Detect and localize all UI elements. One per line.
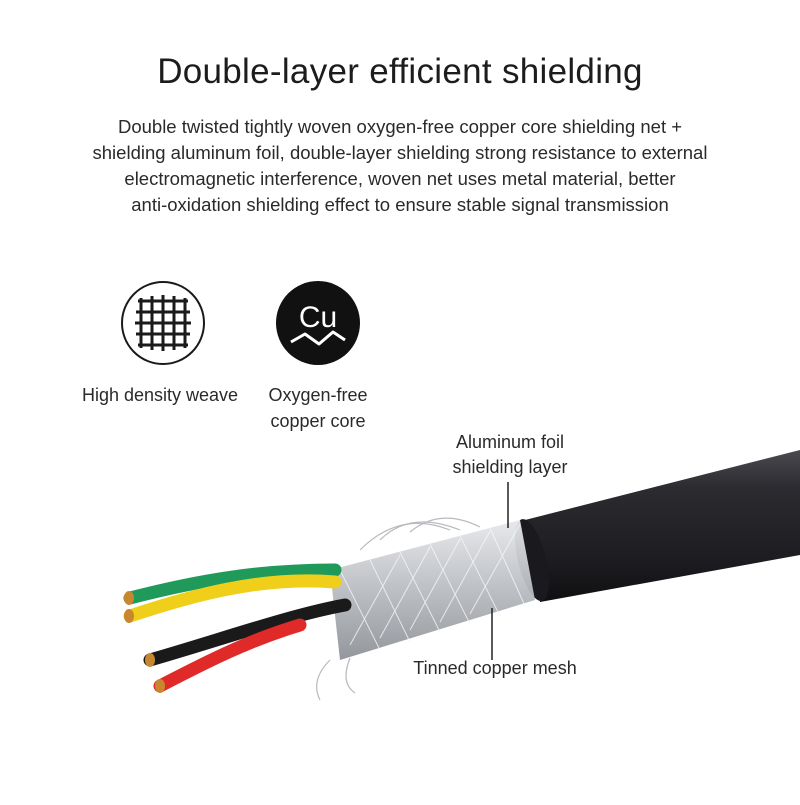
grid-weave-icon — [120, 280, 206, 366]
description-line: Double twisted tightly woven oxygen-free… — [117, 116, 683, 137]
description-line: shielding aluminum foil, double-layer sh… — [92, 142, 708, 163]
feature-label-copper: Oxygen-free copper core — [268, 385, 368, 431]
callout-copper-mesh: Tinned copper mesh — [413, 658, 577, 678]
feature-label-weave: High density weave — [81, 385, 239, 405]
callout-aluminum-foil: Aluminum foil shielding layer — [452, 432, 568, 477]
description: Double twisted tightly woven oxygen-free… — [60, 114, 740, 218]
cable-photo — [0, 420, 800, 800]
description-line: electromagnetic interference, woven net … — [124, 168, 676, 189]
description-line: anti-oxidation shielding effect to ensur… — [131, 194, 669, 215]
copper-cu-icon: Cu — [275, 280, 361, 366]
page-title: Double-layer efficient shielding — [157, 52, 643, 91]
cu-symbol: Cu — [299, 301, 337, 334]
